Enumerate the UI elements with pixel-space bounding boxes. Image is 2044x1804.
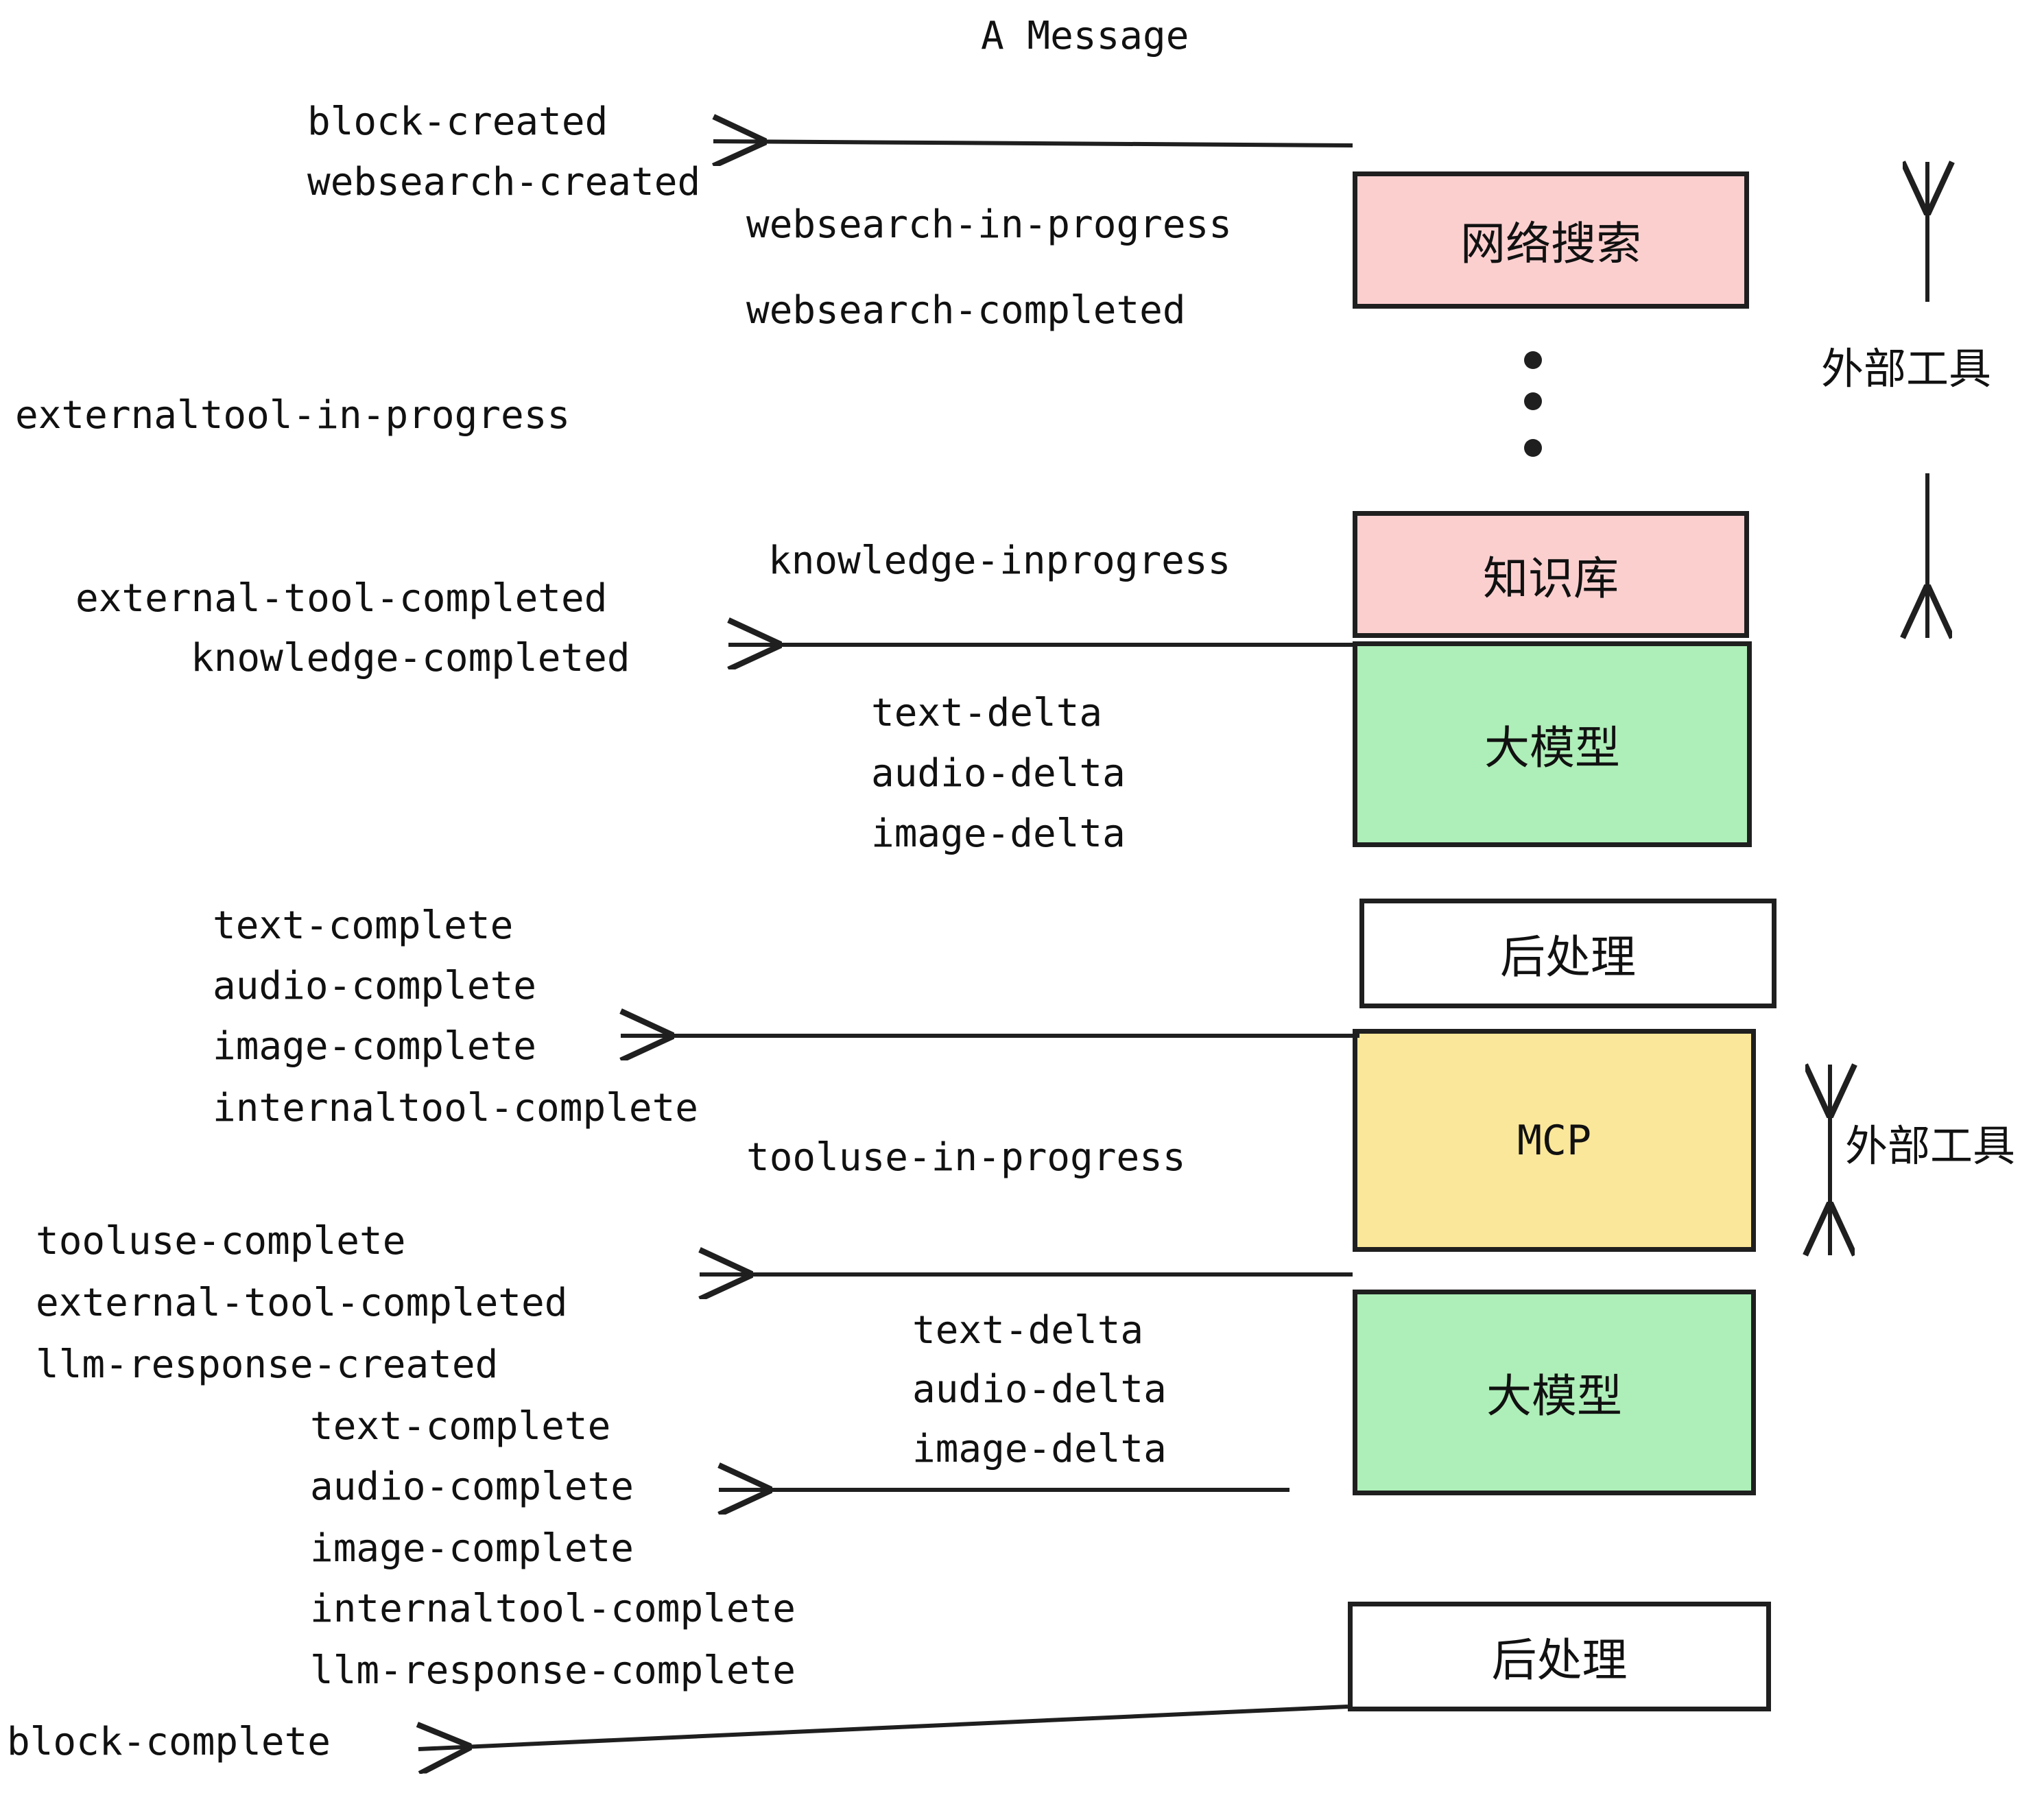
box-mcp: MCP [1353, 1029, 1756, 1252]
event-websearch-created: websearch-created [307, 160, 701, 204]
event-websearch-in-progress: websearch-in-progress [746, 202, 1233, 247]
box-llm-top-label: 大模型 [1484, 722, 1620, 774]
event-tooluse-in-progress: tooluse-in-progress [746, 1135, 1186, 1180]
event-external-tool-completed-2: external-tool-completed [36, 1281, 568, 1325]
event-external-tool-completed-1: external-tool-completed [75, 576, 608, 621]
event-audio-complete-1: audio-complete [213, 964, 537, 1008]
event-knowledge-completed: knowledge-completed [191, 636, 630, 680]
box-websearch: 网络搜索 [1353, 171, 1749, 309]
ellipsis-dot-1 [1524, 351, 1542, 369]
box-post-top-label: 后处理 [1500, 931, 1636, 984]
event-audio-delta-1: audio-delta [871, 751, 1126, 796]
diagram-title: A Message [981, 14, 1189, 58]
event-block-created: block-created [307, 99, 608, 144]
event-websearch-completed: websearch-completed [746, 288, 1186, 333]
event-image-delta-2: image-delta [912, 1427, 1167, 1471]
side-label-external-tools-top: 外部工具 [1821, 344, 1992, 394]
event-internaltool-complete-1: internaltool-complete [213, 1086, 699, 1130]
event-text-complete-1: text-complete [213, 903, 514, 948]
box-post-top: 后处理 [1359, 899, 1776, 1008]
event-text-delta-1: text-delta [871, 691, 1103, 735]
box-mcp-label: MCP [1517, 1116, 1592, 1165]
side-label-external-tools-bottom: 外部工具 [1845, 1121, 2016, 1171]
event-audio-delta-2: audio-delta [912, 1367, 1167, 1412]
event-image-complete-2: image-complete [310, 1526, 634, 1571]
ellipsis-dot-3 [1524, 439, 1542, 457]
box-websearch-label: 网络搜索 [1460, 217, 1641, 270]
event-llm-response-created: llm-response-created [36, 1342, 499, 1387]
box-llm-bottom-label: 大模型 [1486, 1370, 1622, 1423]
event-knowledge-inprogress: knowledge-inprogress [768, 538, 1231, 583]
event-externaltool-in-progress: externaltool-in-progress [15, 393, 571, 438]
box-knowledge-label: 知识库 [1483, 551, 1619, 605]
event-audio-complete-2: audio-complete [310, 1464, 634, 1509]
box-llm-top: 大模型 [1353, 641, 1752, 847]
event-block-complete: block-complete [7, 1720, 331, 1764]
event-image-delta-1: image-delta [871, 811, 1126, 856]
box-post-bottom-label: 后处理 [1491, 1634, 1628, 1687]
box-post-bottom: 后处理 [1348, 1602, 1771, 1711]
arrow-websearch-to-created [713, 141, 1353, 145]
event-text-delta-2: text-delta [912, 1308, 1144, 1353]
box-knowledge: 知识库 [1353, 511, 1749, 638]
ellipsis-dot-2 [1524, 392, 1542, 410]
event-internaltool-complete-2: internaltool-complete [310, 1587, 796, 1631]
box-llm-bottom: 大模型 [1353, 1290, 1756, 1495]
arrow-post-bottom-to-block-complete [418, 1705, 1348, 1749]
event-tooluse-complete: tooluse-complete [36, 1219, 406, 1263]
event-llm-response-complete: llm-response-complete [310, 1648, 796, 1693]
event-text-complete-2: text-complete [310, 1404, 611, 1449]
event-image-complete-1: image-complete [213, 1024, 537, 1069]
